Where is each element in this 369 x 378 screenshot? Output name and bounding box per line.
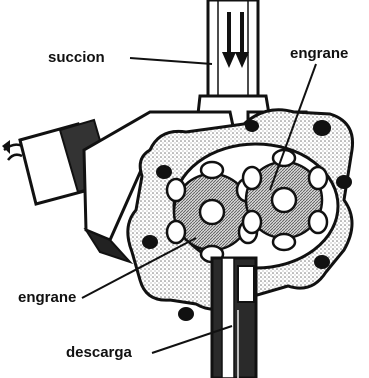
leader-succion: [130, 58, 212, 64]
label-engrane-top: engrane: [288, 45, 350, 63]
discharge-pipe: [212, 258, 256, 378]
label-succion: succion: [46, 49, 107, 67]
label-engrane-bottom: engrane: [16, 289, 78, 307]
label-descarga: descarga: [64, 344, 134, 362]
